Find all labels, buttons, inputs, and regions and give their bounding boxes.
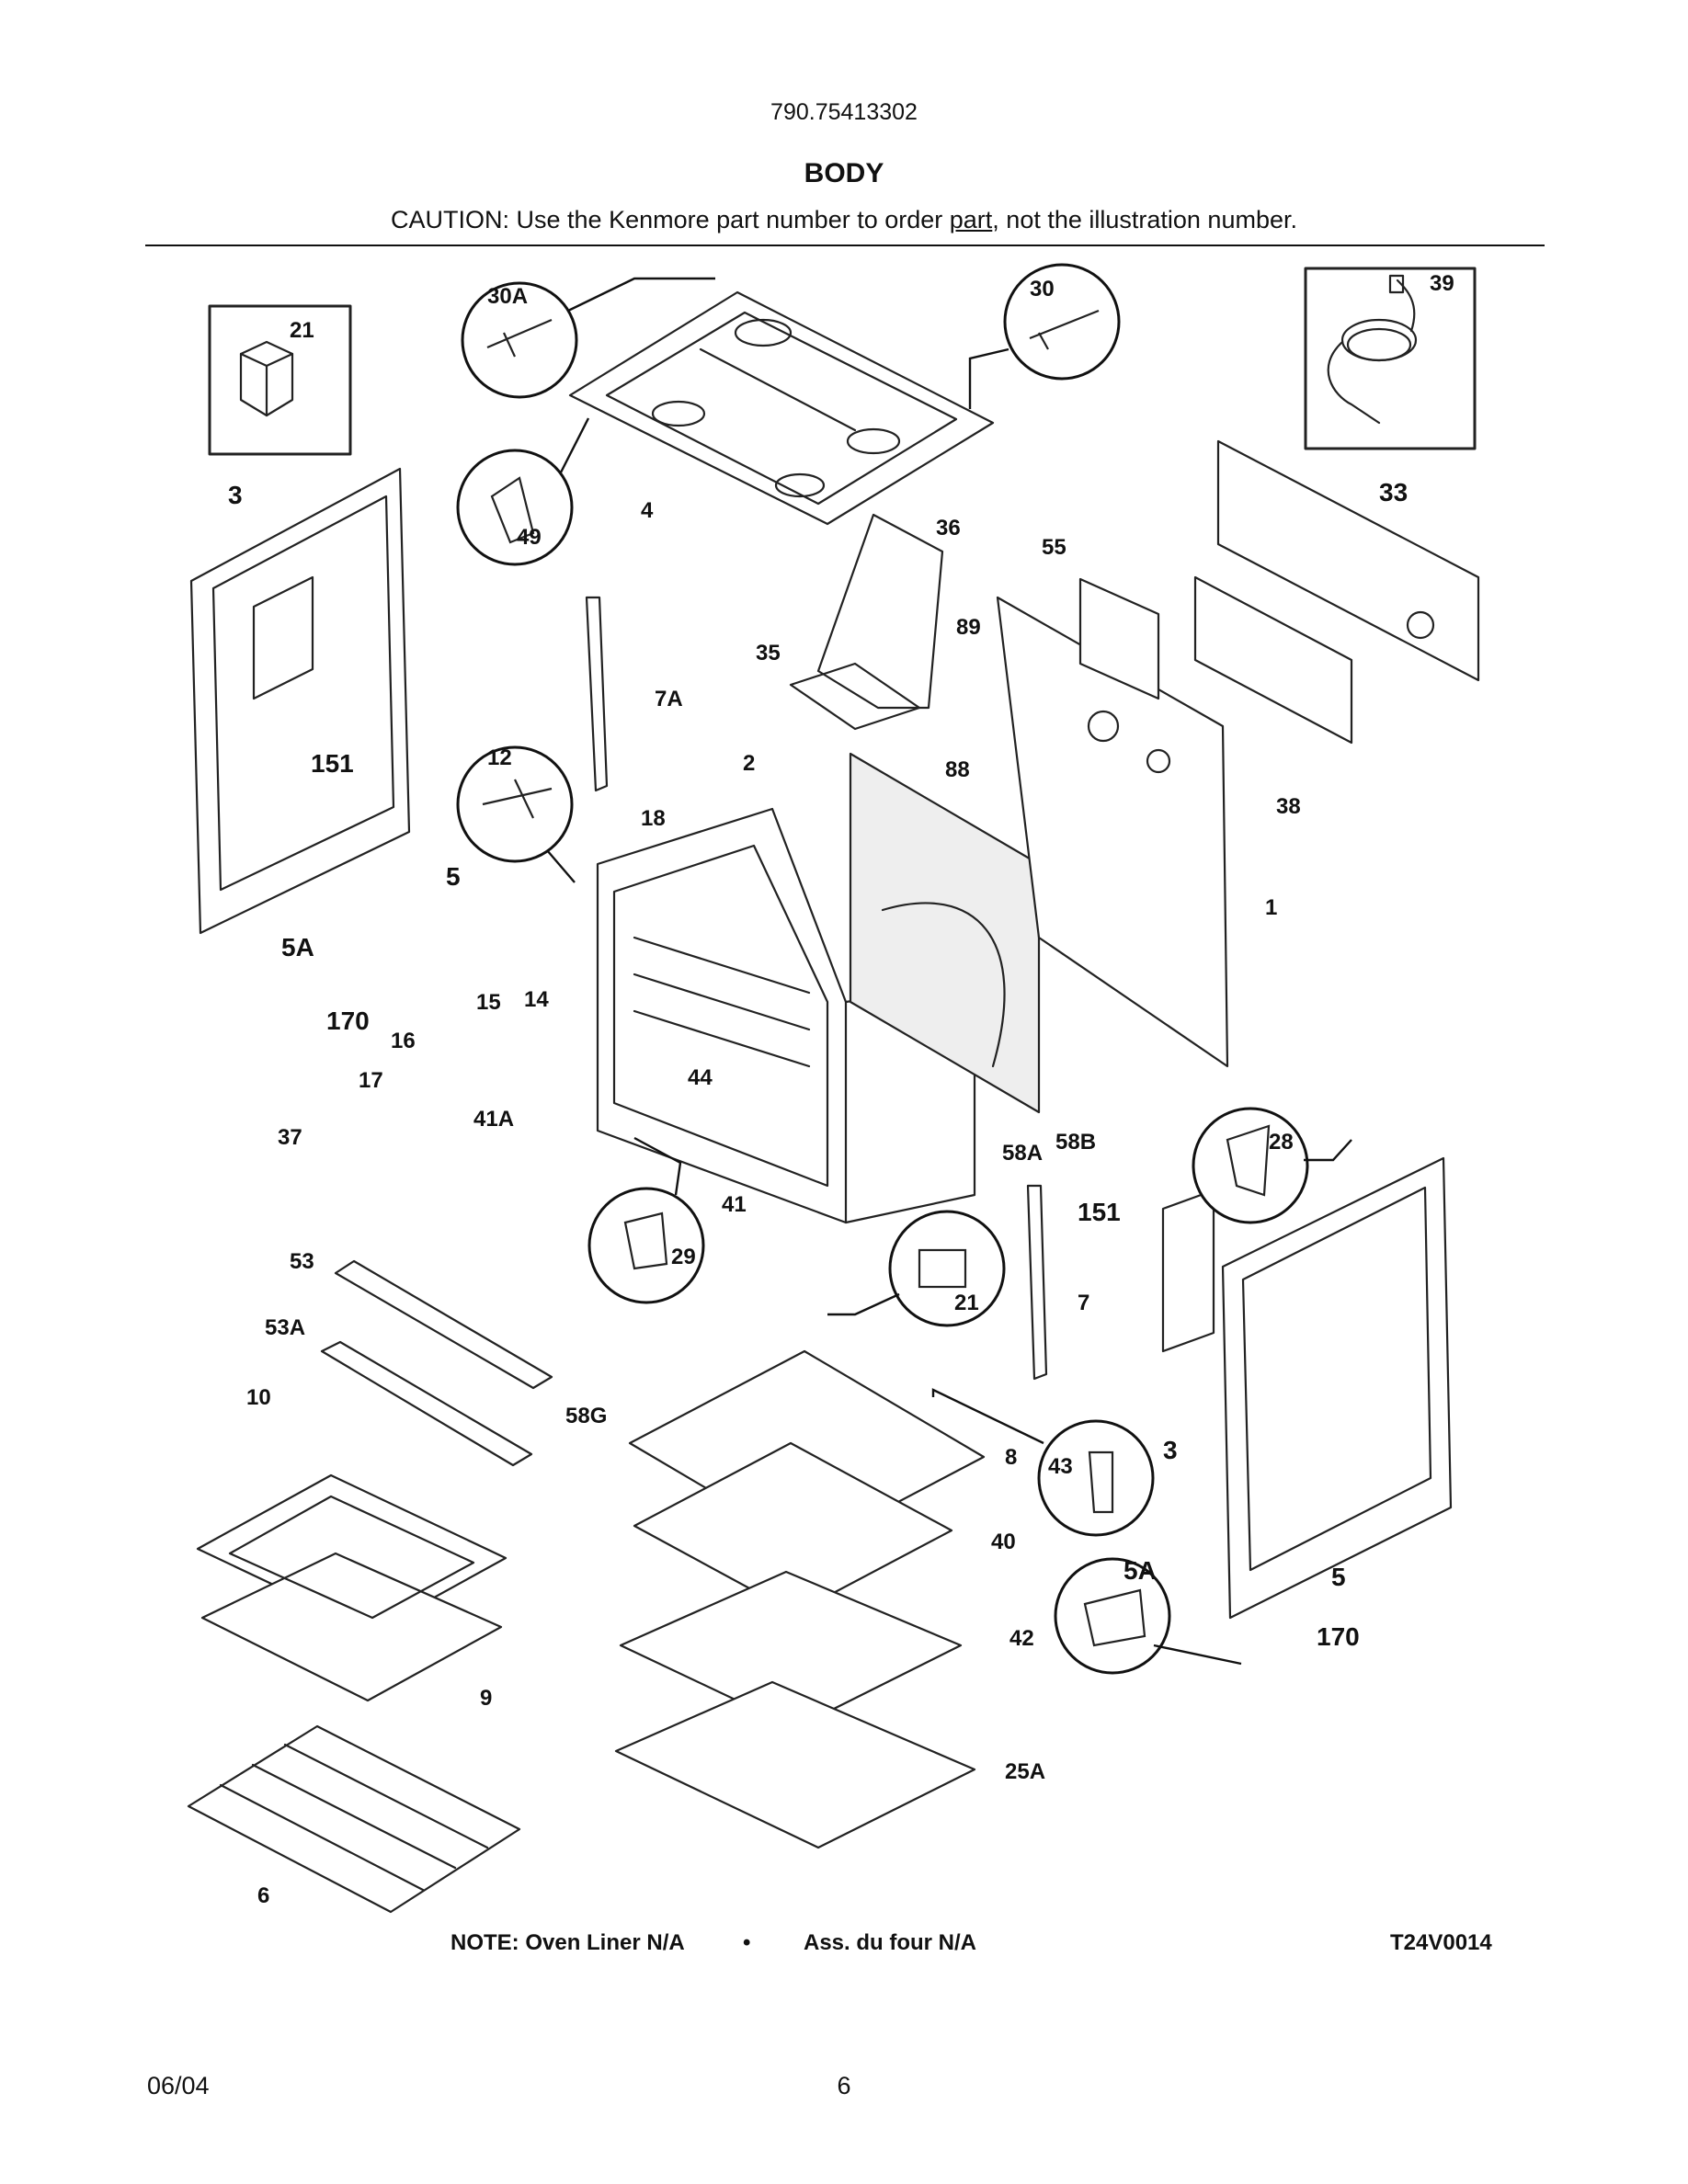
bracket-35 [789,662,921,731]
callout-label-12: 12 [487,745,512,770]
callout-label-8: 8 [1005,1445,1017,1470]
box-55 [1078,577,1160,700]
callout-circle-49 [456,449,574,566]
page-number: 6 [837,2072,851,2099]
callout-label-53A: 53A [265,1315,305,1340]
callout-label-7A: 7A [655,687,683,711]
callout-label-88: 88 [945,757,970,782]
callout-circle-12 [456,745,574,863]
callout-label-2: 2 [743,751,755,776]
callout-label-49: 49 [517,525,542,550]
part-drawings [187,267,1480,1914]
callout-label-25A: 25A [1005,1759,1045,1784]
callout-label-10: 10 [246,1385,271,1410]
callout-label-33: 33 [1379,478,1408,506]
callout-label-42: 42 [1009,1626,1034,1651]
zoom-circles [456,263,1309,1675]
side-brackets [585,596,1215,1381]
callout-label-58B: 58B [1055,1130,1096,1155]
callout-label-6: 6 [257,1883,269,1908]
callout-label-5-left: 5 [446,862,461,891]
callout-label-36: 36 [936,516,961,540]
leader-lines [546,277,1352,1666]
callout-label-39: 39 [1430,271,1454,296]
caution-underlined: part [949,206,993,233]
note-oven-liner: NOTE: Oven Liner N/A [451,1930,685,1955]
callout-label-30A: 30A [487,284,528,309]
cooktop-panel-4 [568,290,995,526]
callout-label-89: 89 [956,615,981,640]
callout-circle-43 [1037,1419,1155,1537]
callout-label-3-right: 3 [1163,1436,1178,1464]
caution-line: CAUTION: Use the Kenmore part number to … [0,206,1688,234]
callout-circle-29 [587,1187,705,1304]
callout-label-16: 16 [391,1029,416,1053]
callout-label-4: 4 [641,498,654,523]
oven-door-right [1221,1156,1453,1620]
callout-label-17: 17 [359,1068,383,1093]
callout-label-28: 28 [1269,1130,1294,1155]
broiler-pan [196,1473,508,1702]
callout-circle-5A [1054,1557,1171,1675]
callout-label-58A: 58A [1002,1141,1043,1166]
oven-door-left [189,467,411,935]
callout-circle-30 [1003,263,1121,381]
callout-label-1: 1 [1265,895,1277,920]
page-title: BODY [804,158,884,188]
callout-label-151-left: 151 [311,749,354,778]
callout-label-21: 21 [290,318,314,343]
callout-label-29: 29 [671,1245,696,1269]
inset-box-39 [1304,267,1477,450]
callout-label-7: 7 [1078,1291,1089,1315]
callout-label-44: 44 [688,1065,713,1090]
callout-label-43: 43 [1048,1454,1073,1479]
callout-label-38: 38 [1276,794,1301,819]
insulation-36 [816,513,944,710]
callout-circle-21 [888,1210,1006,1327]
callout-label-58G: 58G [565,1404,607,1428]
callout-label-5A-right: 5A [1123,1556,1157,1585]
insulation-58 [849,752,1041,1114]
note-bullet: • [743,1930,751,1955]
inset-box-21 [208,304,352,456]
callout-label-37: 37 [278,1125,302,1150]
callout-label-151-right: 151 [1078,1198,1121,1226]
callout-label-30: 30 [1030,277,1055,301]
callout-label-41: 41 [722,1192,747,1217]
callout-label-14: 14 [524,987,549,1012]
callout-label-18: 18 [641,806,666,831]
callout-label-170-right: 170 [1317,1622,1360,1651]
circle-contents [482,309,1271,1647]
shield-38 [1193,575,1353,745]
rear-panel-33 [1216,439,1480,682]
note-oven-liner-french: Ass. du four N/A [804,1930,977,1955]
model-number: 790.75413302 [770,99,918,125]
callout-label-5A-left: 5A [281,933,314,961]
callout-label-41A: 41A [473,1107,514,1132]
callout-label-35: 35 [756,641,781,665]
callout-label-40: 40 [991,1530,1016,1554]
callout-label-55: 55 [1042,535,1066,560]
drawer-trays [614,1349,986,1849]
diagram-id: T24V0014 [1390,1930,1492,1955]
caution-suffix: , not the illustration number. [992,206,1297,233]
callout-label-9: 9 [480,1686,492,1711]
callout-label-53: 53 [290,1249,314,1274]
footer-date: 06/04 [147,2072,210,2099]
callout-label-170-left: 170 [326,1007,370,1035]
callout-label-15: 15 [476,990,501,1015]
trim-strips [320,1259,553,1467]
callout-label-21-circle: 21 [954,1291,979,1315]
callout-circle-30A [461,281,578,399]
callout-circle-28 [1192,1107,1309,1224]
caution-prefix: CAUTION: Use the Kenmore part number to … [391,206,950,233]
oven-rack-6 [187,1724,521,1914]
callout-label-3-left: 3 [228,481,243,509]
callout-label-5-right: 5 [1331,1563,1346,1591]
